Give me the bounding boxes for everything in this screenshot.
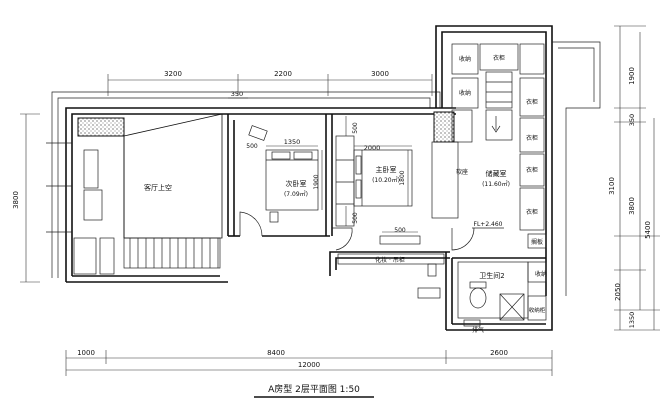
vanity-label: 化妆 · 吊柜 xyxy=(375,256,405,264)
second-bedroom: 1350 1900 500 次卧室 (7.09㎡) xyxy=(227,114,333,237)
dim-2000: 2000 xyxy=(364,144,381,152)
outer-walls xyxy=(51,25,601,331)
bed-second xyxy=(265,149,319,211)
room-label-living-void: 客厅上空 xyxy=(144,183,172,192)
bottom-dim-8400: 8400 xyxy=(267,349,285,357)
wardrobe-label-3: 衣柜 xyxy=(526,134,538,142)
bed-master xyxy=(353,149,413,207)
top-dimension-chain: 3200 2200 3000 350 xyxy=(107,70,433,99)
drawing-title: A房型 2层平面图 1:50 xyxy=(268,383,360,395)
bottom-dim-2600: 2600 xyxy=(490,349,508,357)
staircase xyxy=(123,237,221,269)
living-void: 客厅上空 xyxy=(46,113,223,275)
top-dim-2: 2200 xyxy=(274,70,292,78)
bathroom-2: 卫生间2 收纳 收纳柜 排气 xyxy=(452,257,547,334)
dim-1900-bed: 1900 xyxy=(313,174,320,189)
room-area-master-bedroom: (10.20㎡) xyxy=(372,176,400,184)
storage-label-1: 收纳 xyxy=(459,55,471,63)
drawing-title-block: A房型 2层平面图 1:50 xyxy=(254,383,374,398)
dim-500-d: 500 xyxy=(394,227,406,234)
dim-1800: 1800 xyxy=(399,170,406,185)
level-mark: FL+2.460 xyxy=(474,221,503,228)
bench-cabinet xyxy=(431,141,459,219)
left-dimension: 3800 xyxy=(12,113,40,283)
storage-label-2: 收纳 xyxy=(459,89,471,97)
shelf-label: 搁板 xyxy=(531,238,543,246)
right-dim-5400: 5400 xyxy=(644,221,652,239)
wardrobe-label-4: 衣柜 xyxy=(526,166,538,174)
right-dim-3100: 3100 xyxy=(608,177,616,195)
column-center xyxy=(433,111,455,143)
dim-1350: 1350 xyxy=(284,138,301,146)
top-dim-3: 3000 xyxy=(371,70,389,78)
top-dim-1: 3200 xyxy=(164,70,182,78)
right-dim-2050: 2050 xyxy=(614,283,622,301)
dim-500-c: 500 xyxy=(352,212,359,224)
toilet xyxy=(469,287,487,309)
wardrobe-label-5: 衣柜 xyxy=(526,208,538,216)
right-dim-1350: 1350 xyxy=(628,312,636,329)
left-dim-3800: 3800 xyxy=(12,191,20,209)
room-label-bathroom: 卫生间2 xyxy=(479,271,504,280)
storage-label-3: 收纳 xyxy=(535,270,547,278)
bench-label: 软座 xyxy=(456,168,468,176)
bottom-dim-1000: 1000 xyxy=(77,349,95,357)
column-top-left xyxy=(77,117,125,137)
right-dimension-chain: 1900 350 3100 3800 5400 2050 1350 xyxy=(608,25,660,331)
right-dim-350: 350 xyxy=(628,114,636,126)
bottom-dim-12000: 12000 xyxy=(298,361,320,369)
room-label-storage: 储藏室 xyxy=(486,169,507,178)
wardrobe-label-2: 衣柜 xyxy=(526,98,538,106)
towel-cabinet-label: 收纳柜 xyxy=(529,306,546,314)
room-area-second-bedroom: (7.09㎡) xyxy=(284,190,308,198)
master-bedroom: 2000 1800 500 500 主卧室 (10.20㎡) 500 化妆 · … xyxy=(332,116,445,277)
dim-500-a: 500 xyxy=(246,143,258,150)
bottom-dimension-chain: 1000 8400 2600 12000 xyxy=(65,349,553,376)
right-dim-1900: 1900 xyxy=(628,67,636,85)
dim-500-b: 500 xyxy=(352,122,359,134)
room-label-second-bedroom: 次卧室 xyxy=(286,179,307,188)
room-label-master-bedroom: 主卧室 xyxy=(376,165,397,174)
top-dim-350: 350 xyxy=(231,90,243,98)
right-dim-3800: 3800 xyxy=(628,197,636,215)
wardrobe-label-1: 衣柜 xyxy=(493,54,505,62)
drain-label: 排气 xyxy=(472,326,484,334)
storage-room: 收纳 收纳 软座 衣柜 衣柜 衣柜 衣柜 衣柜 储藏室 (11.60㎡) FL+… xyxy=(431,43,547,251)
room-area-storage: (11.60㎡) xyxy=(482,180,510,188)
